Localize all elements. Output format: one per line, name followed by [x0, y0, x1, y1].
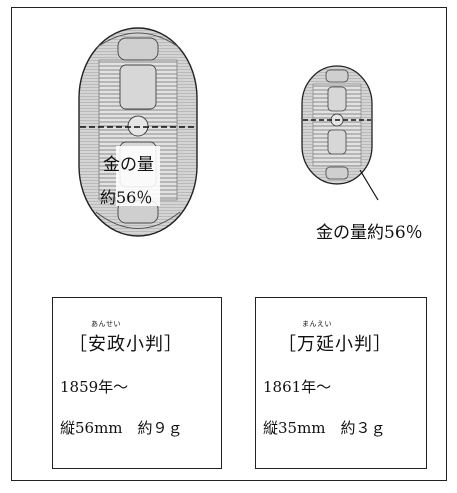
- manen-ruby: まんえい: [302, 320, 332, 328]
- ansei-name: ［安政小判］: [69, 334, 183, 355]
- small-coin: [301, 65, 379, 201]
- ansei-spec: 縦56mm 約９ｇ: [60, 419, 183, 437]
- manen-koban-box: まんえい ［万延小判］ 1861年～ 縦35mm 約３ｇ: [255, 297, 427, 469]
- manen-year: 1861年～: [263, 378, 332, 396]
- ansei-koban-box: あんせい ［安政小判］ 1859年～ 縦56mm 約９ｇ: [52, 297, 222, 469]
- leader-line: [359, 169, 379, 201]
- ansei-ruby: あんせい: [91, 320, 121, 328]
- figure-frame: [11, 7, 447, 481]
- small-coin-gold-label: 金の量約56％: [316, 223, 423, 243]
- large-coin-gold-label-line1: 金の量: [103, 155, 154, 175]
- large-coin: [78, 27, 198, 237]
- manen-spec: 縦35mm 約３ｇ: [263, 419, 386, 437]
- ansei-year: 1859年～: [60, 378, 129, 396]
- manen-name: ［万延小判］: [278, 334, 392, 355]
- large-coin-gold-label-line2: 約56％: [100, 188, 153, 207]
